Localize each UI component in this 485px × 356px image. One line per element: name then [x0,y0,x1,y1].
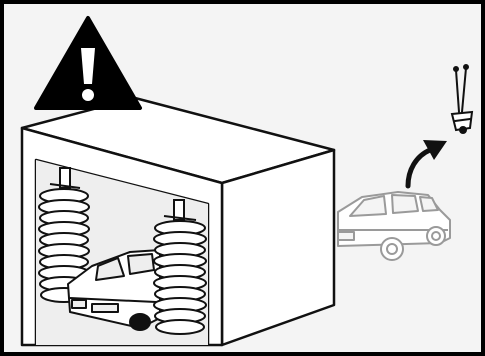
illustration-canvas [0,0,485,356]
car-wash-warning-illustration [0,0,485,356]
